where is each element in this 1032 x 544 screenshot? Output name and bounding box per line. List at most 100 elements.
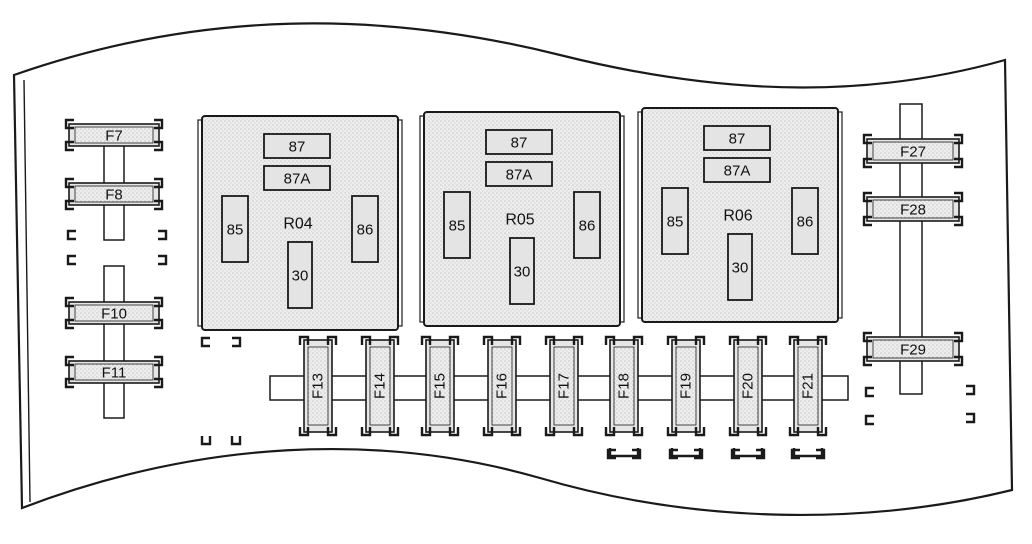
clip-bracket [728, 427, 740, 437]
clip-bracket [64, 199, 74, 211]
pin-87-label: 87 [511, 135, 528, 152]
clip-bracket [482, 427, 494, 437]
spare-holder-base [608, 448, 640, 458]
fuse-element [429, 346, 451, 426]
clip-bracket [756, 448, 766, 460]
pin-87a-label: 87A [724, 163, 751, 180]
pin-85-label: 85 [227, 222, 244, 239]
clip-bracket [954, 331, 964, 343]
fuse: F15 [420, 335, 460, 437]
clip-bracket [154, 140, 164, 152]
clip-bracket [694, 335, 706, 345]
clip-bracket [954, 133, 964, 145]
clip-bracket [200, 336, 210, 348]
clip-bracket [154, 296, 164, 308]
clip-bracket [544, 335, 556, 345]
clip-bracket [154, 199, 164, 211]
fuse-element [74, 126, 154, 144]
clip-bracket [420, 427, 432, 437]
spare-fuse-holder [606, 448, 642, 460]
clip-bracket [864, 386, 874, 398]
pin-30-label: 30 [514, 264, 531, 281]
pin-85-label: 85 [667, 214, 684, 231]
spare-holder-base [792, 448, 824, 458]
clip-bracket [954, 355, 964, 367]
clip-bracket [572, 335, 584, 345]
clip-bracket [572, 427, 584, 437]
clip-bracket [420, 335, 432, 345]
clip-bracket [388, 427, 400, 437]
pin-87-label: 87 [289, 139, 306, 156]
clip-bracket [862, 157, 872, 169]
pin-30 [509, 237, 535, 305]
clip-bracket [158, 229, 168, 241]
clip-bracket [862, 215, 872, 227]
clip-bracket [510, 427, 522, 437]
spare-fuse-holder [730, 448, 766, 460]
clip-bracket [66, 229, 76, 241]
clip-bracket [604, 427, 616, 437]
fuse-element [737, 346, 759, 426]
relay-housing [201, 115, 399, 331]
fuse: F27 [862, 133, 964, 169]
pin-30-label: 30 [292, 268, 309, 285]
clip-bracket [154, 177, 164, 189]
clip-bracket [326, 427, 338, 437]
pin-87a [263, 165, 331, 191]
clip-bracket [816, 448, 826, 460]
clip-bracket [790, 448, 800, 460]
relay-id-label: R05 [505, 212, 534, 229]
fuse-label: F19 [678, 373, 695, 399]
fuse-element [872, 339, 954, 359]
clip-bracket [154, 377, 164, 389]
clip-bracket [298, 427, 310, 437]
clip-bracket [64, 177, 74, 189]
pin-87 [485, 129, 553, 155]
pin-85 [221, 195, 249, 263]
fuse: F19 [666, 335, 706, 437]
clip-bracket [862, 133, 872, 145]
pin-30 [727, 233, 753, 301]
clip-bracket [360, 427, 372, 437]
fuse-label: F16 [494, 373, 511, 399]
fuse: F16 [482, 335, 522, 437]
fuse-element [491, 346, 513, 426]
clip-bracket [756, 335, 768, 345]
clip-bracket [788, 427, 800, 437]
pin-87a-label: 87A [284, 171, 311, 188]
clip-bracket [666, 335, 678, 345]
spare-fuse-holder [790, 448, 826, 460]
clip-bracket [694, 427, 706, 437]
fuse-element [74, 363, 154, 381]
clip-bracket [448, 427, 460, 437]
spare-holder-base [670, 448, 702, 458]
pin-86-label: 86 [579, 218, 596, 235]
clip-bracket [694, 448, 704, 460]
fuse: F17 [544, 335, 584, 437]
fuse-element [74, 185, 154, 203]
pin-86-label: 86 [357, 222, 374, 239]
fuse-element [872, 141, 954, 161]
fuse: F29 [862, 331, 964, 367]
clip-bracket [606, 448, 616, 460]
clip-bracket [862, 331, 872, 343]
relay-housing [641, 107, 839, 323]
panel-inner-edge [23, 79, 31, 503]
clip-bracket [788, 335, 800, 345]
fuse-element [613, 346, 635, 426]
pin-30-label: 30 [732, 260, 749, 277]
clip-bracket [510, 335, 522, 345]
fuse: F7 [64, 118, 164, 152]
clip-bracket [756, 427, 768, 437]
clip-bracket [64, 355, 74, 367]
pin-85 [661, 187, 689, 255]
clip-bracket [816, 335, 828, 345]
relay-id-label: R06 [723, 208, 752, 225]
fuse-element [872, 199, 954, 219]
clip-bracket [64, 318, 74, 330]
clip-bracket [158, 254, 168, 266]
pin-87 [263, 133, 331, 159]
